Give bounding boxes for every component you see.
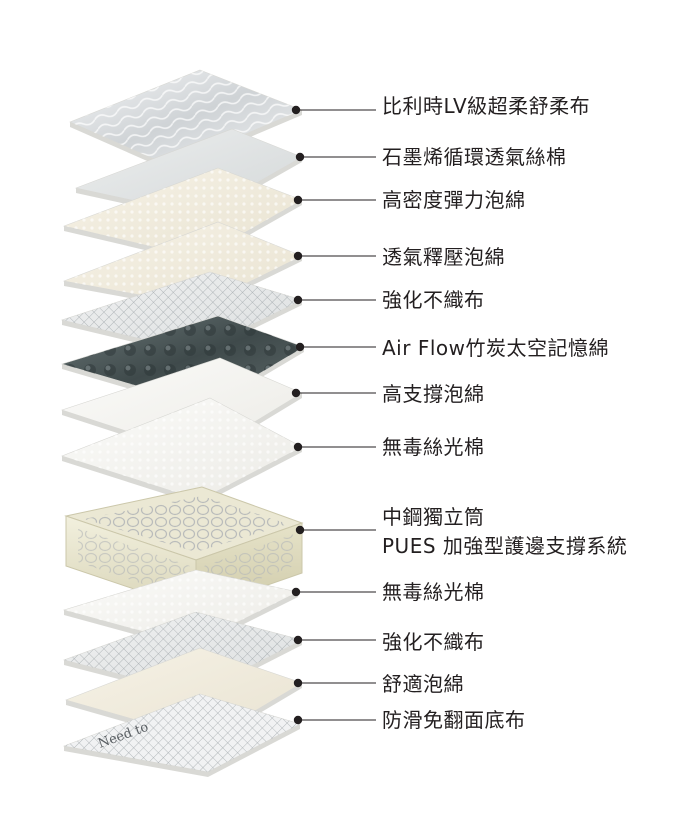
layer-label-silk-cotton-1: 無毒絲光棉 — [382, 435, 485, 459]
layer-label-base-fabric: 防滑免翻面底布 — [382, 708, 526, 732]
layer-label-hd-foam: 高密度彈力泡綿 — [382, 188, 526, 212]
leader-hd-foam — [293, 195, 376, 205]
layer-base-fabric — [62, 693, 301, 777]
layer-label-top-fabric: 比利時LV級超柔舒柔布 — [382, 94, 591, 118]
leader-graphene-cotton — [295, 152, 376, 162]
layer-label-pocket-spring: 中鋼獨立筒 PUES 加強型護邊支撐系統 — [382, 505, 628, 558]
layer-label-airflow-memory: Air Flow竹炭太空記憶綿 — [382, 336, 609, 360]
leader-support-foam — [291, 388, 376, 398]
layer-label-nonwoven-1: 強化不織布 — [382, 288, 485, 312]
leader-nonwoven-2 — [293, 635, 376, 645]
layer-silk-cotton-1 — [61, 397, 303, 505]
layer-label-support-foam: 高支撐泡綿 — [382, 382, 485, 406]
leader-comfort-foam — [293, 678, 376, 688]
leader-top-fabric — [291, 105, 376, 115]
leader-pocket-spring — [295, 525, 376, 535]
layer-label-comfort-foam: 舒適泡綿 — [382, 672, 464, 696]
leader-airflow-memory — [295, 342, 376, 352]
leader-silk-cotton-2 — [291, 587, 376, 597]
layer-label-nonwoven-2: 強化不織布 — [382, 630, 485, 654]
leader-breathable-foam — [293, 251, 376, 261]
layer-label-graphene-cotton: 石墨烯循環透氣絲棉 — [382, 145, 567, 169]
layer-label-breathable-foam: 透氣釋壓泡綿 — [382, 245, 505, 269]
leader-silk-cotton-1 — [293, 442, 376, 452]
layer-label-silk-cotton-2: 無毒絲光棉 — [382, 580, 485, 604]
leader-base-fabric — [293, 715, 376, 725]
leader-nonwoven-1 — [293, 295, 376, 305]
